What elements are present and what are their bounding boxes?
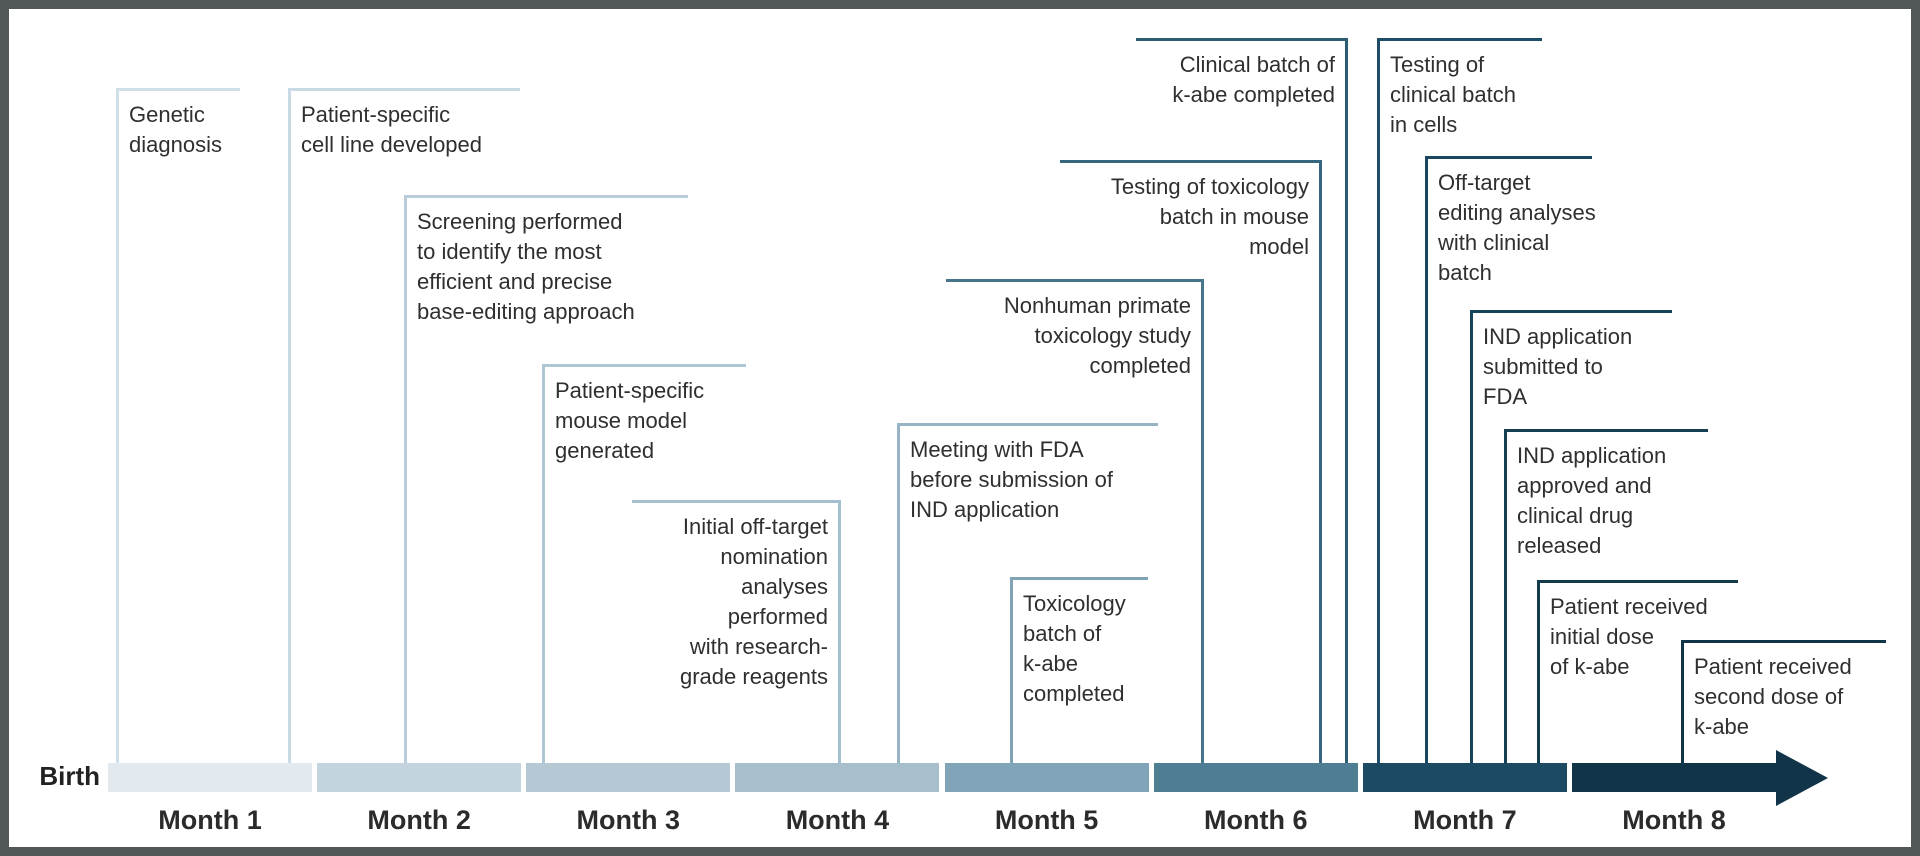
month-segment: [108, 763, 312, 792]
milestone-label: IND application approved and clinical dr…: [1517, 443, 1667, 558]
month-segment: [944, 763, 1149, 792]
milestone-label: Patient-specific cell line developed: [301, 102, 483, 157]
month-segment: [317, 763, 522, 792]
milestone-label: Patient received second dose of k-abe: [1694, 654, 1852, 739]
month-label: Month 5: [994, 805, 1099, 835]
milestone-connector-line: [1470, 313, 1473, 763]
milestone-label: Patient received initial dose of k-abe: [1550, 594, 1708, 679]
milestone-callout: Patient-specific mouse model generated: [542, 364, 746, 763]
milestone-callout: IND application submitted to FDA: [1470, 310, 1672, 763]
milestone-connector-line: [542, 367, 545, 763]
month-segment: [1362, 763, 1567, 792]
milestone-callout: Testing of clinical batch in cells: [1377, 38, 1542, 763]
milestone-callout: Genetic diagnosis: [116, 88, 240, 763]
milestone-callout: Testing of toxicology batch in mouse mod…: [1060, 160, 1322, 763]
milestone-label: Clinical batch of k-abe completed: [1172, 52, 1335, 107]
milestone-callout: Nonhuman primate toxicology study comple…: [946, 279, 1204, 763]
milestone-label: Off-target editing analyses with clinica…: [1438, 170, 1596, 285]
milestone-connector-line: [1345, 41, 1348, 763]
month-segment: [1572, 763, 1777, 792]
milestone-label: Toxicology batch of k-abe completed: [1023, 591, 1126, 706]
milestone-callout: Screening performed to identify the most…: [404, 195, 688, 763]
milestone-label: IND application submitted to FDA: [1483, 324, 1633, 409]
milestone-connector-line: [897, 426, 900, 763]
month-segment: [735, 763, 940, 792]
milestone-label: Screening performed to identify the most…: [417, 209, 635, 324]
milestone-callout: Patient received initial dose of k-abe: [1537, 580, 1738, 763]
milestone-label: Nonhuman primate toxicology study comple…: [1003, 293, 1191, 378]
milestone-callout: Patient received second dose of k-abe: [1681, 640, 1886, 763]
month-label: Month 1: [158, 805, 262, 835]
arrowhead-icon: [1776, 749, 1829, 806]
milestone-connector-line: [1537, 583, 1540, 763]
milestone-callout: Initial off-target nomination analyses p…: [632, 500, 841, 763]
milestone-label: Testing of clinical batch in cells: [1390, 52, 1516, 137]
milestone-connector-line: [1010, 580, 1013, 763]
milestone-connector-line: [1377, 41, 1380, 763]
month-segment: [526, 763, 731, 792]
milestone-connector-line: [288, 91, 291, 763]
month-label: Month 6: [1204, 805, 1308, 835]
milestone-callout: IND application approved and clinical dr…: [1504, 429, 1708, 763]
milestone-label: Meeting with FDA before submission of IN…: [910, 437, 1113, 522]
milestone-callout: Off-target editing analyses with clinica…: [1425, 156, 1596, 763]
milestone-label: Testing of toxicology batch in mouse mod…: [1110, 174, 1309, 259]
milestone-label: Initial off-target nomination analyses p…: [680, 514, 828, 689]
milestone-callout: Toxicology batch of k-abe completed: [1010, 577, 1148, 763]
month-label: Month 4: [785, 805, 890, 835]
milestone-connector-line: [838, 503, 841, 763]
milestone-connector-line: [404, 198, 407, 763]
milestone-connector-line: [1681, 643, 1684, 763]
month-label: Month 8: [1622, 805, 1726, 835]
milestone-callout: Patient-specific cell line developed: [288, 88, 520, 763]
milestone-connector-line: [1504, 432, 1507, 763]
milestone-connector-line: [1425, 159, 1428, 763]
month-segment: [1153, 763, 1358, 792]
milestone-label: Genetic diagnosis: [129, 102, 222, 157]
birth-label: Birth: [39, 761, 100, 791]
milestone-callout: Clinical batch of k-abe completed: [1136, 38, 1348, 763]
milestone-connector-line: [116, 91, 119, 763]
month-label: Month 2: [367, 805, 471, 835]
milestone-connector-line: [1201, 282, 1204, 763]
milestone-callout: Meeting with FDA before submission of IN…: [897, 423, 1158, 763]
month-label: Month 7: [1413, 805, 1517, 835]
milestone-label: Patient-specific mouse model generated: [555, 378, 705, 463]
month-label: Month 3: [576, 805, 681, 835]
milestone-connector-line: [1319, 163, 1322, 763]
